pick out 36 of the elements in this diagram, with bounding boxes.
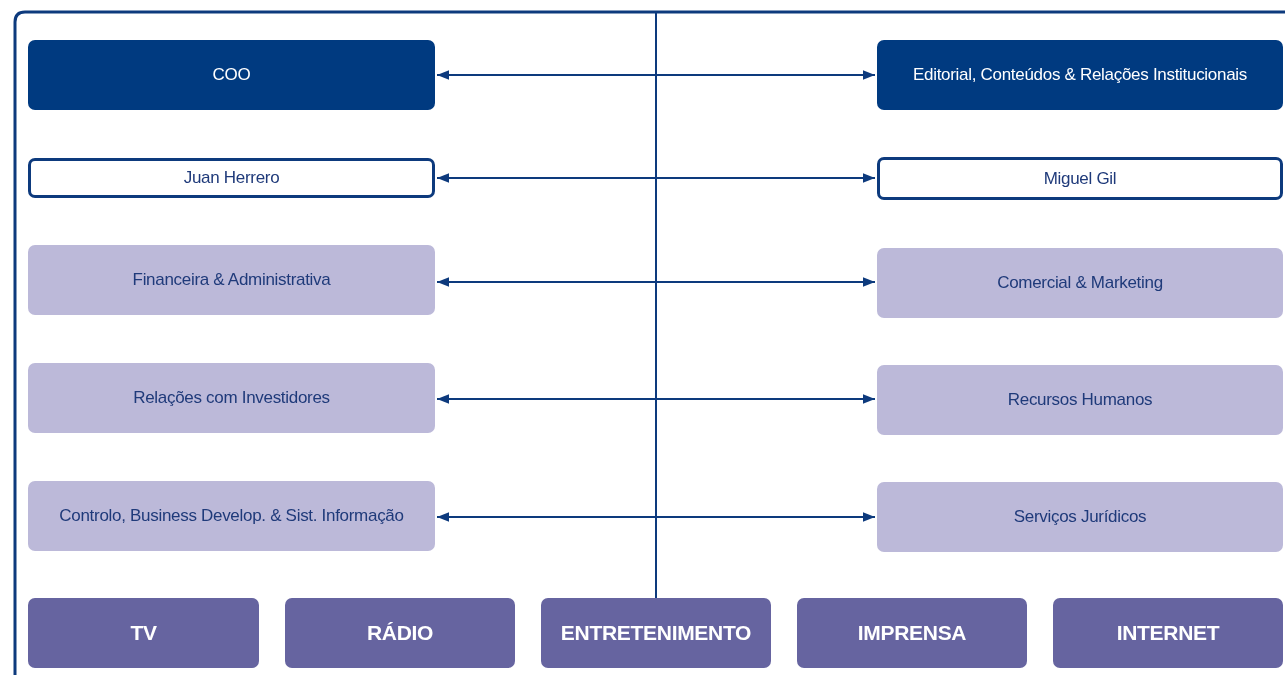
connector-line <box>655 12 657 599</box>
double-arrow <box>436 394 876 404</box>
box-label: RÁDIO <box>366 621 434 645</box>
double-arrow <box>436 512 876 522</box>
division-box <box>1053 598 1283 668</box>
double-arrow <box>436 173 876 183</box>
department-box <box>877 157 1283 200</box>
box-label: Relações com Investidores <box>133 388 330 408</box>
department-box <box>877 248 1283 318</box>
department-box <box>28 158 435 198</box>
division-box <box>541 598 771 668</box>
box-label: Miguel Gil <box>1043 168 1117 189</box>
box-label: IMPRENSA <box>857 621 967 645</box>
box-label: COO <box>212 65 251 85</box>
box-label: Recursos Humanos <box>1007 390 1153 410</box>
division-box <box>285 598 515 668</box>
department-box <box>28 40 435 110</box>
department-box <box>28 245 435 315</box>
box-label: ENTRETENIMENTO <box>560 621 752 645</box>
double-arrow <box>436 277 876 287</box>
department-box <box>877 365 1283 435</box>
box-label: Financeira & Administrativa <box>132 270 331 290</box>
department-box <box>877 482 1283 552</box>
box-label: Controlo, Business Develop. & Sist. Informação <box>59 506 404 526</box>
box-label: Juan Herrero <box>183 168 280 188</box>
box-label: Editorial, Conteúdos & Relações Institucionais <box>913 65 1247 85</box>
box-label: INTERNET <box>1116 621 1220 645</box>
double-arrow <box>436 70 876 80</box>
division-box <box>797 598 1027 668</box>
box-label: TV <box>130 621 157 645</box>
department-box <box>28 363 435 433</box>
box-label: Serviços Jurídicos <box>1013 507 1147 527</box>
box-label: Comercial & Marketing <box>997 273 1163 293</box>
division-box <box>28 598 259 668</box>
department-box <box>877 40 1283 110</box>
department-box <box>28 481 435 551</box>
